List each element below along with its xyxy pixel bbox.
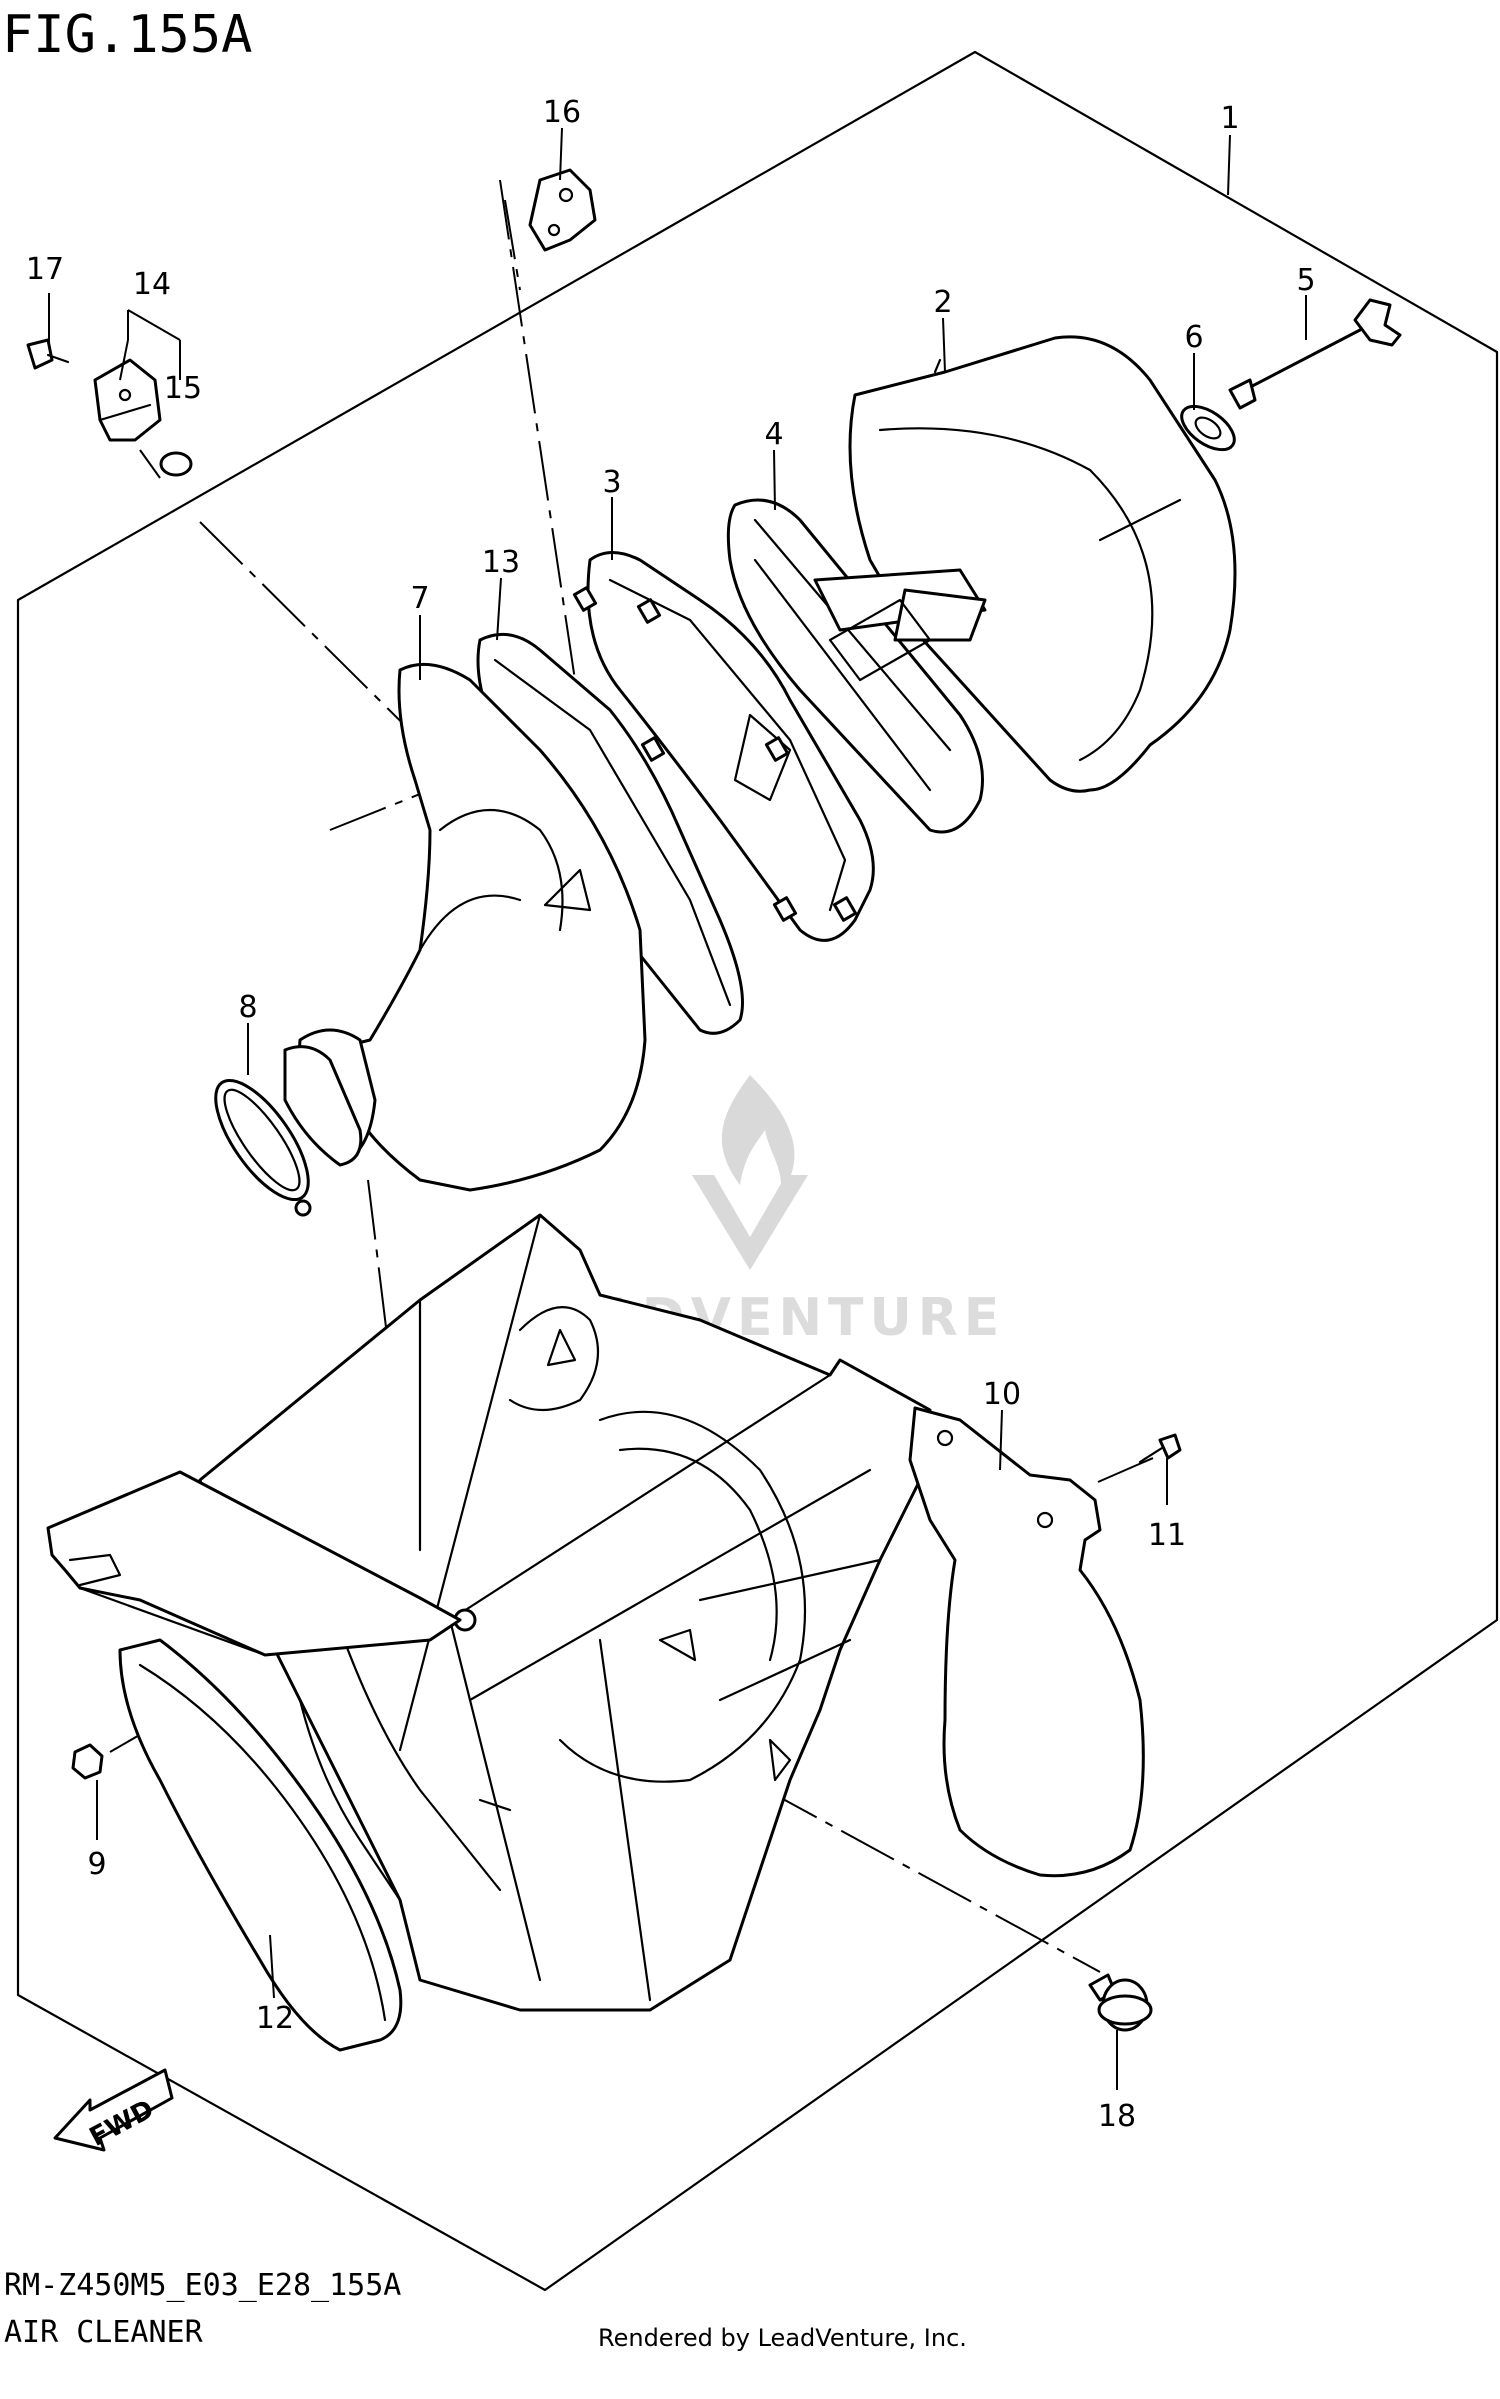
part-5-wing-bolt (1228, 298, 1402, 410)
part-10-cover (908, 1406, 1145, 1878)
part-7-outlet-tube (283, 662, 647, 1192)
part-11-screw (1138, 1433, 1182, 1464)
air-box (198, 1213, 932, 2012)
callout-1: 1 (1220, 101, 1239, 136)
callout-8: 8 (238, 990, 257, 1025)
callout-5: 5 (1296, 263, 1315, 298)
callout-2: 2 (933, 285, 952, 320)
part-12-seal (118, 1638, 403, 2052)
part-8-clamp (214, 1078, 312, 1217)
callout-10: 10 (983, 1377, 1021, 1412)
callout-7: 7 (410, 581, 429, 616)
section-name: AIR CLEANER (4, 2315, 204, 2350)
diagram-code: RM-Z450M5_E03_E28_155A (4, 2268, 401, 2303)
part-6-washer (1180, 404, 1236, 452)
callout-9: 9 (87, 1847, 106, 1882)
callout-18: 18 (1098, 2099, 1136, 2134)
callout-3: 3 (602, 465, 621, 500)
part-4-filter-cage (726, 498, 987, 834)
callout-13: 13 (482, 545, 520, 580)
figure-title: FIG.155A (2, 5, 252, 65)
filter-studs (572, 586, 858, 922)
part-9-nut (71, 1743, 104, 1780)
callout-labels: 1 2 3 4 5 6 7 8 9 10 11 12 13 14 15 16 1… (26, 95, 1316, 2134)
part-16-plate (528, 168, 597, 252)
credit-text: Rendered by LeadVenture, Inc. (598, 2324, 967, 2352)
part-14-clamp-set (93, 358, 162, 442)
part-18-bolt (1088, 1973, 1153, 2032)
callout-16: 16 (543, 95, 581, 130)
assembly-outline (16, 50, 1499, 2292)
callout-leaders (48, 127, 1307, 2090)
callout-15: 15 (164, 371, 202, 406)
part-17-screw (26, 338, 70, 370)
callout-12: 12 (256, 2001, 294, 2036)
callout-6: 6 (1184, 320, 1203, 355)
callout-17: 17 (26, 252, 64, 287)
air-box-flap (46, 1470, 462, 1657)
callout-11: 11 (1148, 1518, 1186, 1553)
callout-4: 4 (764, 417, 783, 452)
part-15-o-ring (159, 451, 193, 477)
callout-14: 14 (133, 267, 171, 302)
part-3-filter-element (572, 551, 875, 942)
part-2-cleaner-cover (848, 335, 1237, 793)
fwd-arrow: FWD (53, 2068, 174, 2153)
